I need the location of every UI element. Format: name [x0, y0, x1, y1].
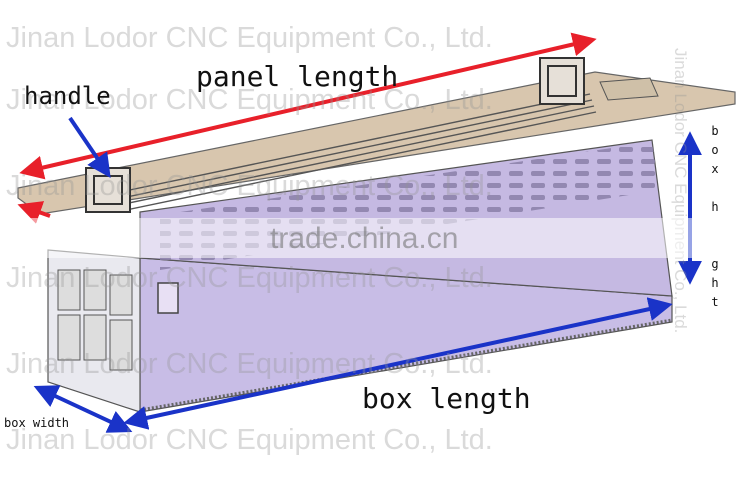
- panel-opening: [599, 77, 659, 101]
- watermark-band: [0, 218, 750, 258]
- watermark-site: trade.china.cn: [270, 222, 459, 255]
- label-box-length: box length: [362, 382, 531, 415]
- watermark-company-2: Jinan Lodor CNC Equipment Co., Ltd.: [6, 84, 493, 116]
- box-height-char: [709, 236, 721, 255]
- box-height-char: [709, 179, 721, 198]
- box-height-char: g: [711, 257, 719, 271]
- handle-pointer-arrow: [68, 116, 111, 178]
- handle-right: [539, 57, 585, 105]
- box-height-char: b: [711, 124, 719, 138]
- label-handle: handle: [24, 82, 111, 110]
- box-width-arrow: [33, 385, 133, 433]
- watermark-company-4: Jinan Lodor CNC Equipment Co., Ltd.: [6, 262, 493, 294]
- panel-length-lower-arrow: [17, 201, 51, 224]
- label-panel-length: panel length: [196, 60, 399, 93]
- box-length-arrow: [123, 297, 673, 430]
- box-height-char: x: [711, 162, 719, 176]
- watermark-company-3: Jinan Lodor CNC Equipment Co., Ltd.: [6, 170, 493, 202]
- end-face-grid: [57, 269, 133, 371]
- watermark-company-5: Jinan Lodor CNC Equipment Co., Ltd.: [6, 348, 493, 380]
- box-height-char: o: [711, 143, 719, 157]
- label-box-height: b o x h g h t: [709, 122, 721, 312]
- panel-length-arrow: [19, 32, 597, 180]
- box-height-char: h: [711, 200, 719, 214]
- watermark-company-6: Jinan Lodor CNC Equipment Co., Ltd.: [6, 424, 493, 456]
- box-height-char: h: [711, 276, 719, 290]
- box-height-char: t: [711, 295, 719, 309]
- watermark-company-vertical: Jinan Lodor CNC Equipment Co., Ltd.: [671, 48, 690, 334]
- watermark-company-1: Jinan Lodor CNC Equipment Co., Ltd.: [6, 22, 493, 54]
- box-height-char: [709, 217, 721, 236]
- label-box-width: box width: [4, 416, 70, 430]
